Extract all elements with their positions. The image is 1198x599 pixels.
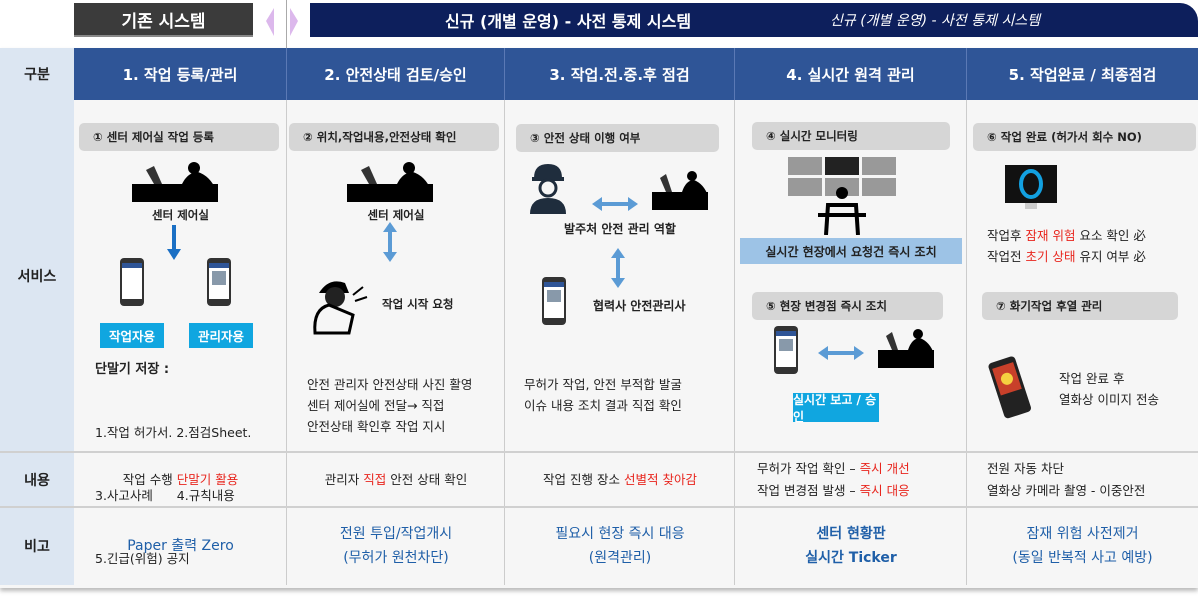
c2-description: 안전 관리자 안전상태 사진 활영 센터 제어실에 전달→ 직접 안전상태 확인… xyxy=(307,374,472,437)
content-cell-2: 관리자 직접 안전 상태 확인 xyxy=(324,471,468,487)
row-divider xyxy=(0,451,1198,453)
remark-cell-2: 전원 투입/작업개시(무허가 원천차단) xyxy=(339,526,453,566)
c3-description: 무허가 작업, 안전 부적합 발굴 이슈 내용 조치 결과 직접 확인 xyxy=(524,374,682,416)
desc-line: 안전상태 확인후 작업 지시 xyxy=(307,419,446,434)
smartphone-icon xyxy=(120,258,144,306)
control-room-icon xyxy=(132,162,218,202)
column-3 xyxy=(505,100,735,585)
remark-cell-3: 필요시 현장 즉시 대응(원격관리) xyxy=(555,526,685,566)
partner-safety-manager: 협력사 안전관리사 xyxy=(593,299,686,313)
double-arrow-icon xyxy=(266,8,298,36)
completion-check: 작업후 잠재 위험 요소 확인 必 작업전 초기 상태 유지 여부 必 xyxy=(987,225,1146,267)
row-label-category: 구분 xyxy=(0,48,74,100)
storage-line: 1.작업 허가서. 2.점검Sheet. xyxy=(95,425,252,440)
arrow-updown-icon xyxy=(383,222,397,262)
column-header-3: 3. 작업.전.중.후 점검 xyxy=(505,48,735,100)
step-pill-2: ② 위치,작업내용,안전상태 확인 xyxy=(289,123,499,151)
arrow-updown-icon xyxy=(611,248,625,288)
smartphone-icon xyxy=(207,258,231,306)
step-pill-4: ④ 실시간 모니터링 xyxy=(752,122,950,150)
remark-cell-1: Paper 출력 Zero xyxy=(127,538,234,554)
arrow-leftright-icon xyxy=(818,346,864,360)
arrow-down-icon xyxy=(167,225,181,260)
manager-app-button[interactable]: 관리자용 xyxy=(189,323,253,348)
column-header-5: 5. 작업완료 / 최종점검 xyxy=(967,48,1198,100)
work-start-request: 작업 시작 요청 xyxy=(382,297,454,311)
thermal-transfer-text: 작업 완료 후 열화상 이미지 전송 xyxy=(1059,368,1159,410)
safety-worker-icon xyxy=(530,164,566,214)
column-header-2: 2. 안전상태 검토/승인 xyxy=(287,48,505,100)
monitor-icon xyxy=(1005,165,1057,209)
step-pill-6: ⑥ 작업 완료 (허가서 회수 NO) xyxy=(973,123,1196,151)
row-label-content: 내용 xyxy=(0,452,74,507)
new-system-subtitle: 신규 (개별 운영) - 사전 통제 시스템 xyxy=(830,13,1041,29)
new-system-banner: 신규 (개별 운영) - 사전 통제 시스템 신규 (개별 운영) - 사전 통… xyxy=(310,3,1198,37)
column-header-1: 1. 작업 등록/관리 xyxy=(74,48,287,100)
control-room-icon xyxy=(878,329,934,368)
row-label-service: 서비스 xyxy=(0,100,74,452)
column-2 xyxy=(287,100,505,585)
storage-line: 3.사고사례 4.규칙내용 xyxy=(95,488,235,503)
control-room-icon xyxy=(347,162,433,202)
desc-line: 센터 제어실에 전달→ 직접 xyxy=(307,398,445,413)
storage-list: 1.작업 허가서. 2.점검Sheet. 3.사고사례 4.규칙내용 5.긴급(… xyxy=(95,380,251,590)
step-pill-3: ③ 안전 상태 이행 여부 xyxy=(516,124,719,152)
step-pill-5: ⑤ 현장 변경점 즉시 조치 xyxy=(752,292,943,320)
content-cell-1: 작업 수행 단말기 활용 xyxy=(122,471,239,487)
control-room-label: 센터 제어실 xyxy=(367,208,425,222)
smartphone-icon xyxy=(542,277,566,325)
step-pill-1: ① 센터 제어실 작업 등록 xyxy=(79,123,279,151)
column-1 xyxy=(74,100,287,585)
desc-line: 열화상 이미지 전송 xyxy=(1059,392,1159,407)
content-cell-3: 작업 진행 장소 선별적 찾아감 xyxy=(543,471,697,487)
thermal-camera-icon xyxy=(988,356,1031,419)
column-header-4: 4. 실시간 원격 관리 xyxy=(735,48,967,100)
desc-line: 안전 관리자 안전상태 사진 활영 xyxy=(307,377,473,392)
legacy-system-label: 기존 시스템 xyxy=(74,3,253,37)
row-label-remark: 비고 xyxy=(0,507,74,585)
desc-line: 무허가 작업, 안전 부적합 발굴 xyxy=(524,377,682,392)
desc-line: 작업 완료 후 xyxy=(1059,371,1125,386)
welder-icon xyxy=(313,281,368,335)
remark-cell-5: 잠재 위험 사전제거(동일 반복적 사고 예방) xyxy=(1012,526,1153,566)
desc-line: 이슈 내용 조치 결과 직접 확인 xyxy=(524,398,682,413)
worker-app-button[interactable]: 작업자용 xyxy=(100,323,164,348)
row-divider xyxy=(0,506,1198,508)
realtime-report-approval-button[interactable]: 실시간 보고 / 승인 xyxy=(793,393,879,424)
client-safety-role: 발주처 안전 관리 역할 xyxy=(564,222,676,236)
control-room-icon xyxy=(652,171,708,210)
step-pill-7: ⑦ 화기작업 후열 관리 xyxy=(982,292,1178,320)
smartphone-icon xyxy=(774,326,798,374)
new-system-title: 신규 (개별 운영) - 사전 통제 시스템 xyxy=(445,12,692,31)
storage-line: 5.긴급(위험) 공지 xyxy=(95,551,190,566)
monitoring-center-icon xyxy=(788,157,896,235)
control-room-label: 센터 제어실 xyxy=(152,208,209,222)
arrow-leftright-icon xyxy=(592,197,638,211)
check-line-1: 작업후 잠재 위험 요소 확인 必 xyxy=(987,228,1146,243)
divider xyxy=(286,0,287,48)
column-4 xyxy=(735,100,967,585)
realtime-action-banner: 실시간 현장에서 요청건 즉시 조치 xyxy=(740,238,962,264)
storage-title: 단말기 저장 : xyxy=(95,362,170,377)
check-line-2: 작업전 초기 상태 유지 여부 必 xyxy=(987,249,1146,264)
